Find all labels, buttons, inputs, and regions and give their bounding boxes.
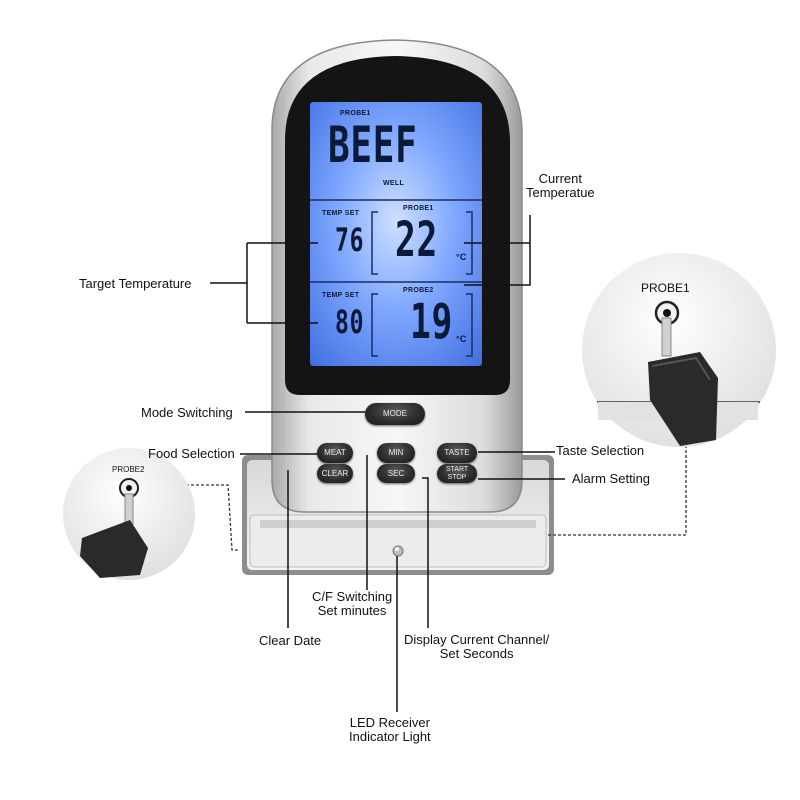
callout-food-selection: Food Selection <box>148 446 235 461</box>
callout-cf-switching: C/F Switching Set minutes <box>312 589 393 618</box>
lcd-ch2-unit: °C <box>456 334 467 344</box>
callout-clear-date: Clear Date <box>259 633 322 648</box>
lcd-taste-level: WELL <box>383 180 405 187</box>
mode-button[interactable]: MODE <box>365 403 425 425</box>
lcd-screen <box>310 102 482 366</box>
lcd-ch1-current-temp: 22 <box>395 212 439 268</box>
callout-taste-selection: Taste Selection <box>556 443 645 458</box>
lcd-probe-header: PROBE1 <box>340 110 371 117</box>
lcd-ch2-target-temp: 80 <box>335 303 365 341</box>
probe1-inset <box>582 253 776 447</box>
lcd-ch2-current-temp: 19 <box>410 294 454 350</box>
lcd-food-name: BEEF <box>328 116 418 174</box>
led-indicator-light <box>392 545 404 557</box>
lcd-ch1-probe-label: PROBE1 <box>403 205 434 212</box>
lcd-ch1-temp-set-label: TEMP SET <box>322 210 360 217</box>
lcd-ch2-temp-set-label: TEMP SET <box>322 292 360 299</box>
clear-button[interactable]: CLEAR <box>317 464 353 483</box>
probe2-inset <box>63 448 195 580</box>
probe2-inset-label: PROBE2 <box>112 465 145 474</box>
callout-current-temperature: Current Temperatue <box>526 171 595 200</box>
device-body <box>271 39 523 513</box>
callout-mode-switching: Mode Switching <box>141 405 233 420</box>
probe1-inset-label: PROBE1 <box>641 281 690 295</box>
taste-button[interactable]: TASTE <box>437 443 477 463</box>
callout-lines <box>210 215 565 712</box>
lcd-ch1-unit: °C <box>456 252 467 262</box>
lcd-ch2-probe-label: PROBE2 <box>403 287 434 294</box>
callout-alarm-setting: Alarm Setting <box>572 471 651 486</box>
callout-led-receiver: LED Receiver Indicator Light <box>349 715 431 744</box>
sec-button[interactable]: SEC <box>377 464 415 483</box>
min-button[interactable]: MIN <box>377 443 415 463</box>
lcd-ch1-target-temp: 76 <box>335 221 365 259</box>
start-stop-button[interactable]: START STOP <box>437 464 477 483</box>
meat-button[interactable]: MEAT <box>317 443 353 463</box>
callout-target-temperature: Target Temperature <box>79 276 192 291</box>
callout-display-channel: Display Current Channel/ Set Seconds <box>404 632 550 661</box>
